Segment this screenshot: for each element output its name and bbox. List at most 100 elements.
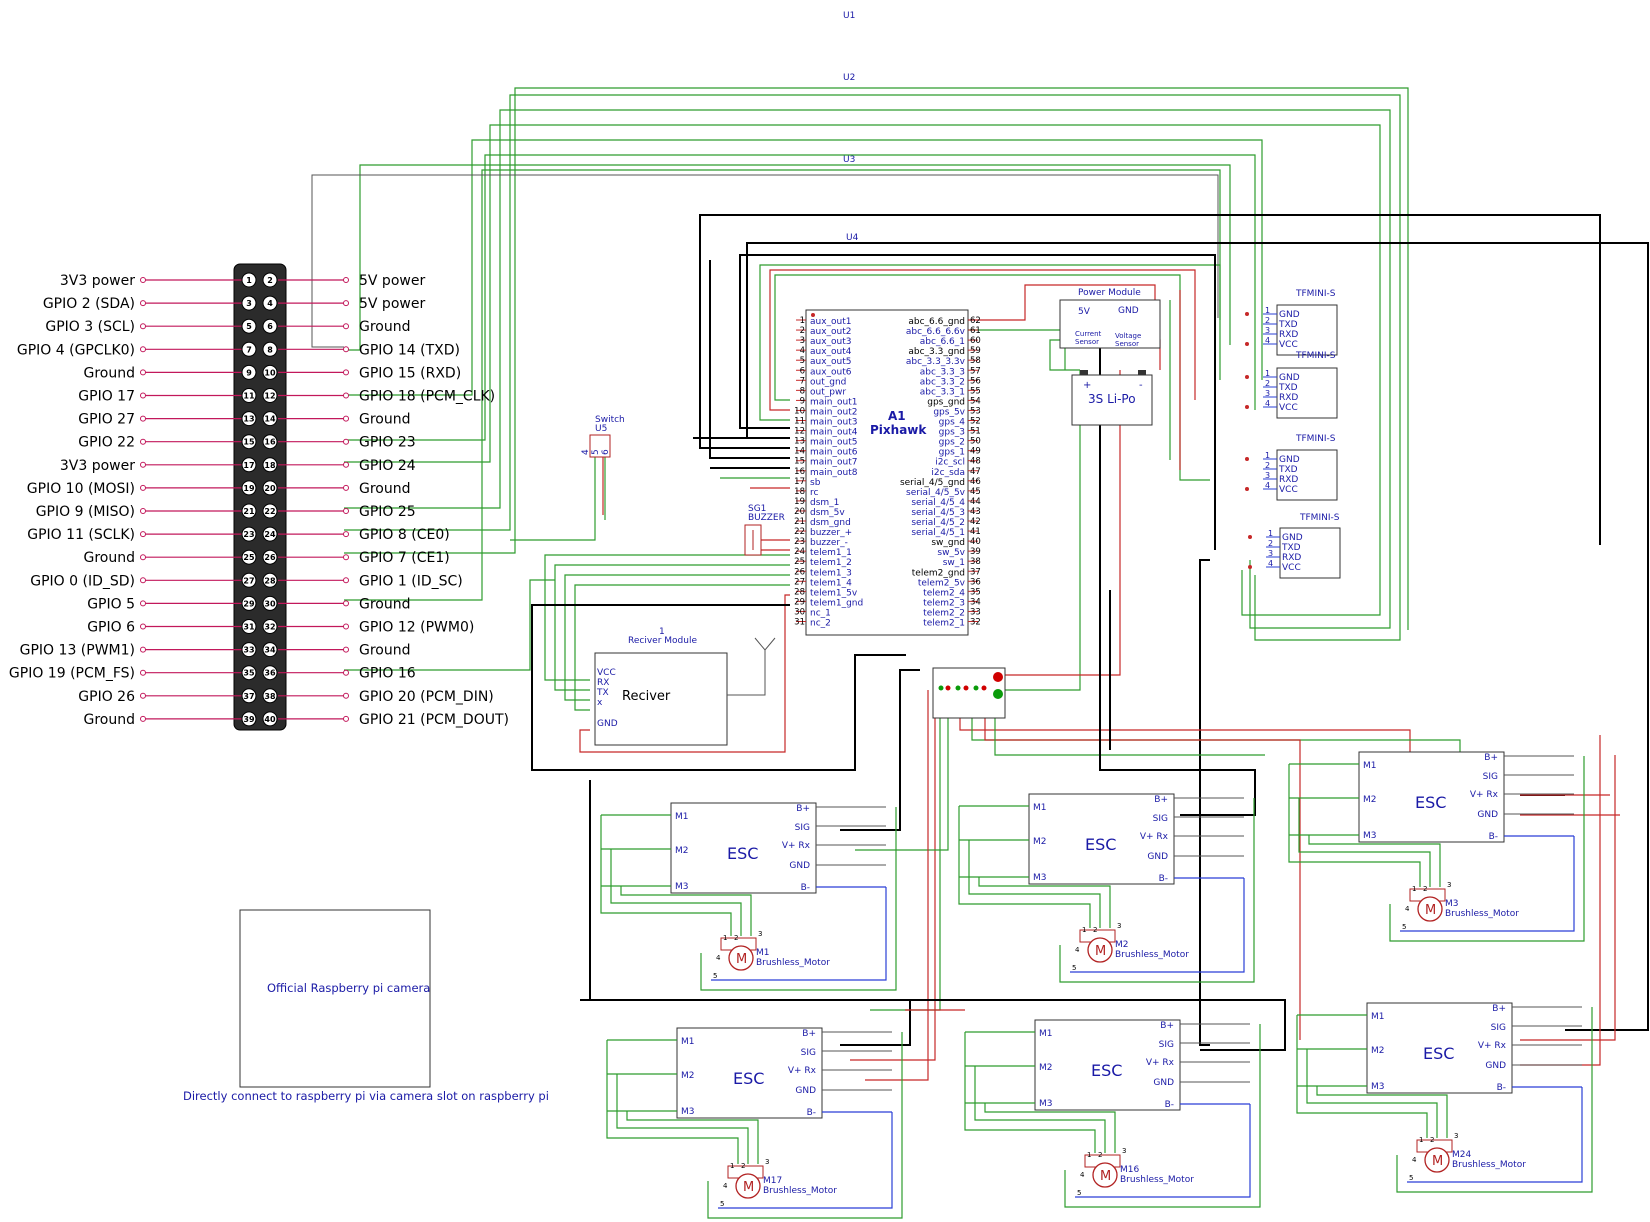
motor-pin-4: 4 [1412,1156,1417,1164]
gpio-pin-circle [262,364,278,380]
switch-label: Switch [595,415,625,425]
pixhawk-pin-num: 7 [800,376,805,386]
gpio-label-left: GPIO 27 [78,412,135,428]
esc-power-connector [932,667,1006,719]
esc-pin-gnd: GND [1477,810,1498,820]
gpio-pin-number: 16 [264,438,276,447]
tfmini-pin-label: VCC [1282,563,1301,573]
label-u1: U1 [843,11,855,21]
esc-pin-bminus: B- [1497,1083,1506,1093]
pixhawk-pin-label: sw_gnd [931,538,965,548]
gpio-pin-number: 32 [264,623,275,632]
receiver-pin-gnd: GND [597,719,618,729]
gpio-pin-number: 30 [264,599,276,608]
receiver-body [594,652,728,746]
buzzer-ref: SG1 [748,504,766,514]
pixhawk-pin-num: 56 [970,376,981,386]
gpio-pin-circle [262,341,278,357]
gpio-pin-number: 15 [243,438,255,447]
gpio-pin-circle [262,595,278,611]
motor-pin-4: 4 [716,954,721,962]
motor-pin-4: 4 [1405,905,1410,913]
tfmini-pin-label: TXD [1281,543,1301,553]
esc-pin-bminus: B- [801,883,810,893]
pixhawk-pin-label: telem2_1 [923,619,965,629]
esc-label: ESC [1423,1044,1454,1063]
gpio-pin-circle [241,688,257,704]
esc-pin-m3: M3 [1039,1099,1053,1109]
pixhawk-pin-label: abc_6.6_1 [920,337,965,347]
gpio-label-left: GPIO 9 (MISO) [36,504,135,520]
gpio-label-right: GPIO 25 [359,504,416,520]
pixhawk-pin-label: sb [810,478,821,488]
motor-name: Brushless_Motor [1452,1160,1526,1170]
tfmini-pin-num: 3 [1265,389,1270,398]
pixhawk-pin-label: gps_3 [939,428,965,438]
pixhawk-pin-label: telem1_5v [810,588,858,598]
motor-pin-2: 2 [1430,1136,1434,1144]
motor-icon [728,945,754,971]
motor-pin-1: 1 [723,934,727,942]
motor-icon-letter: M [1100,1169,1111,1184]
tfmini-pin-num: 1 [1265,306,1270,315]
gpio-pin-circle [241,549,257,565]
pixhawk-pin-label: gps_gnd [927,397,965,407]
motor-icon-letter: M [1425,903,1436,918]
motor-pin-3: 3 [1117,922,1121,930]
pixhawk-pin-num: 4 [800,346,805,356]
motor-icon [1417,896,1443,922]
tfmini-pin-num: 3 [1265,326,1270,335]
esc-pin-gnd: GND [1485,1061,1506,1071]
motor-pin-5: 5 [1077,1189,1081,1197]
gpio-pin-number: 36 [264,669,276,678]
power-module-title: Power Module [1078,288,1141,298]
gpio-pin-circle [241,388,257,403]
pixhawk-pin-num: 42 [970,517,981,527]
camera: Official Raspberry pi camera Directly co… [183,909,549,1103]
gpio-label-left: GPIO 11 (SCLK) [27,527,135,543]
gpio-pin-number: 20 [264,484,276,493]
gpio-pin-circle [241,526,257,542]
gpio-pin-circle [241,595,257,611]
gpio-pin-circle [241,341,257,357]
gpio-label-left: GPIO 13 (PWM1) [20,643,135,659]
esc-pin-m1: M1 [681,1037,695,1047]
pixhawk-pin-num: 1 [800,316,805,326]
gpio-label-left: Ground [84,550,136,566]
motor-pin-1: 1 [1412,885,1416,893]
gpio-pin-number: 8 [267,345,273,354]
switch-pin-6: 6 [601,449,611,455]
gpio-pin-number: 27 [243,576,254,585]
wire-group [311,87,1649,1081]
switch-ref: U5 [595,424,607,434]
tfmini-pin-label: RXD [1279,393,1298,403]
gpio-pin-number: 10 [264,368,276,377]
receiver-module: 1 Reciver Module Reciver VCC RX TX x GND [594,627,776,746]
pixhawk-pin-label: abc_6.6_gnd [908,317,965,327]
gpio-label-left: GPIO 4 (GPCLK0) [17,342,135,358]
pixhawk-pin-label: abc_3.3_gnd [908,347,965,357]
pixhawk-pin-num: 37 [970,567,981,577]
pixhawk-pin-num: 17 [794,477,805,487]
gpio-pin-circle [241,503,257,519]
motor-pin-1: 1 [730,1162,734,1170]
gpio-label-right: GPIO 15 (RXD) [359,365,461,381]
gpio-pin-circle [262,549,278,565]
gpio-pin-number: 17 [243,461,254,470]
gpio-label-right: GPIO 16 [359,666,416,682]
esc-pin-sig: SIG [1491,1023,1506,1033]
motor-pin-5: 5 [713,972,717,980]
power-module-body [1059,299,1161,349]
buzzer: SG1 BUZZER [744,504,785,556]
pixhawk-pin-num: 58 [970,356,981,366]
gpio-pin-circle [262,711,278,727]
motor-icon-letter: M [736,952,747,967]
gpio-label-right: GPIO 23 [359,435,416,451]
